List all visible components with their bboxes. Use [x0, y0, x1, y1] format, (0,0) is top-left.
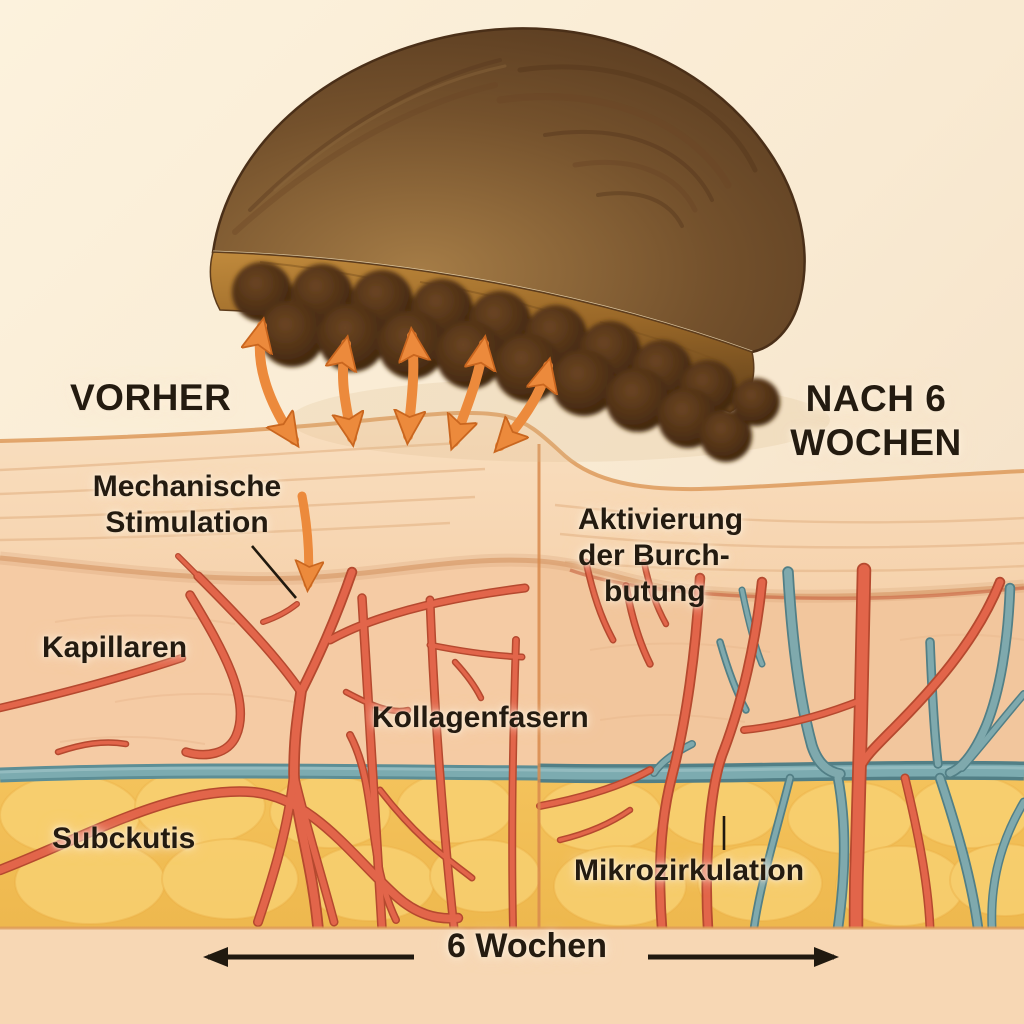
label-aktivierung-line1: Aktivierung	[578, 503, 744, 536]
skin-cross-section	[0, 410, 1024, 1024]
label-mikrozirkulation: Mikrozirkulation	[574, 854, 805, 887]
label-mechanische-stimulation: Mechanische Stimulation	[93, 469, 281, 541]
label-aktivierung-durchblutung: Aktivierung der Burch- butung	[578, 502, 743, 610]
label-subckutis: Subckutis	[52, 822, 196, 855]
bottom-band	[0, 926, 1024, 1024]
panel-title-nach: NACH 6 WOCHEN	[790, 377, 962, 466]
stimulation-arrow-down-icon	[302, 491, 309, 584]
label-kapillaren: Kapillaren	[42, 631, 188, 664]
label-aktivierung-line2: der Burch-	[578, 539, 730, 572]
stimulation-arrow-icon	[408, 336, 413, 436]
capillary-network-before	[0, 553, 530, 934]
timeline-label: 6 Wochen	[447, 927, 607, 965]
panel-title-vorher: VORHER	[70, 377, 232, 418]
label-kollagenfasern: Kollagenfasern	[372, 701, 589, 734]
stimulation-arrow-icon	[500, 366, 548, 446]
panel-title-nach-line1: NACH 6	[805, 378, 947, 419]
epidermis-texture	[0, 441, 1024, 573]
stimulation-arrow-icon	[260, 326, 294, 440]
label-mechanische-line1: Mechanische	[92, 470, 282, 503]
wood-grain-texture	[232, 58, 758, 235]
stimulation-arrows	[260, 326, 548, 584]
stimulation-arrow-icon	[343, 344, 352, 438]
panel-title-nach-line2: WOCHEN	[790, 422, 962, 464]
label-mechanische-line2: Stimulation	[105, 506, 269, 539]
label-aktivierung-line3: butung	[604, 575, 706, 608]
stimulation-arrow-icon	[454, 344, 484, 442]
pointer-line-mechanische	[251, 545, 297, 599]
vessel-network-after	[536, 558, 1024, 936]
